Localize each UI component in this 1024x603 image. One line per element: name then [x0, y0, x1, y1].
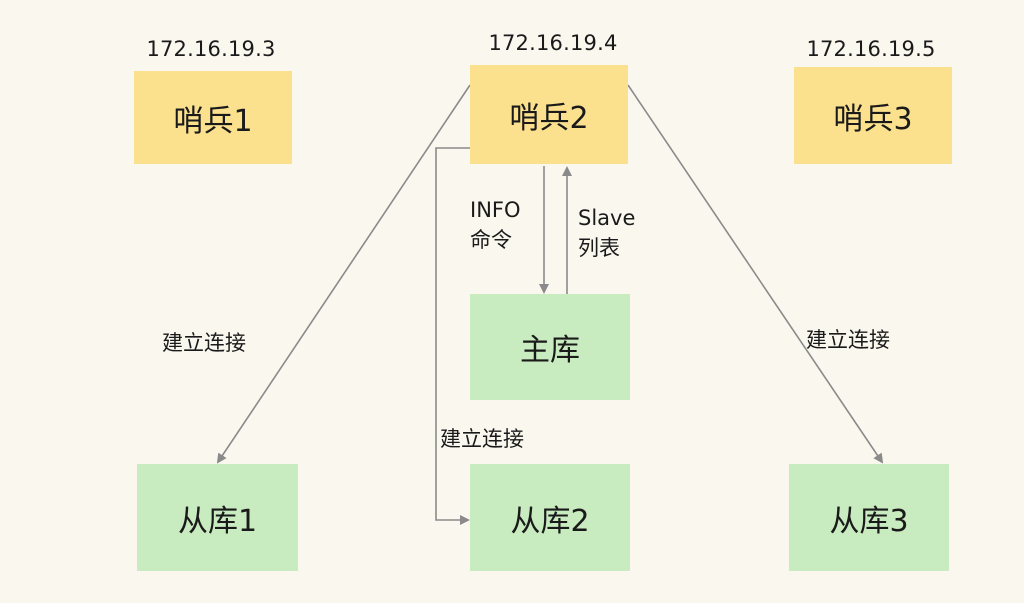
info-command-label: INFO 命令 [470, 195, 521, 255]
sentinel3-name: 哨兵3 [833, 101, 913, 137]
connect-label-middle: 建立连接 [440, 427, 524, 451]
info-command-line2: 命令 [470, 228, 512, 252]
replica2-node: 从库2 [470, 464, 630, 571]
master-node: 主库 [470, 294, 630, 400]
replica2-name: 从库2 [510, 503, 590, 539]
edge-sentinel2-replica1 [216, 84, 471, 464]
replica3-node: 从库3 [789, 464, 949, 571]
edge-sentinel2-replica2 [435, 147, 470, 525]
info-command-line1: INFO [470, 198, 521, 222]
slave-list-label: Slave 列表 [578, 203, 635, 263]
edge-sentinel2-replica3 [627, 84, 884, 464]
replica1-node: 从库1 [137, 464, 298, 571]
slave-list-line2: 列表 [578, 236, 620, 260]
sentinel1-name: 哨兵1 [173, 103, 253, 139]
sentinel1-node: 哨兵1 [134, 71, 292, 164]
sentinel2-name: 哨兵2 [509, 100, 589, 136]
slave-list-line1: Slave [578, 206, 636, 230]
connect-label-left: 建立连接 [162, 331, 246, 355]
replica3-name: 从库3 [829, 503, 909, 539]
connect-label-right: 建立连接 [806, 328, 890, 352]
replica1-name: 从库1 [177, 503, 258, 539]
sentinel3-node: 哨兵3 [794, 67, 952, 164]
master-name: 主库 [520, 333, 580, 368]
sentinel1-ip: 172.16.19.3 [146, 37, 276, 61]
sentinel3-ip: 172.16.19.5 [806, 37, 936, 61]
sentinel2-ip: 172.16.19.4 [488, 31, 618, 55]
sentinel2-node: 哨兵2 [470, 65, 628, 164]
